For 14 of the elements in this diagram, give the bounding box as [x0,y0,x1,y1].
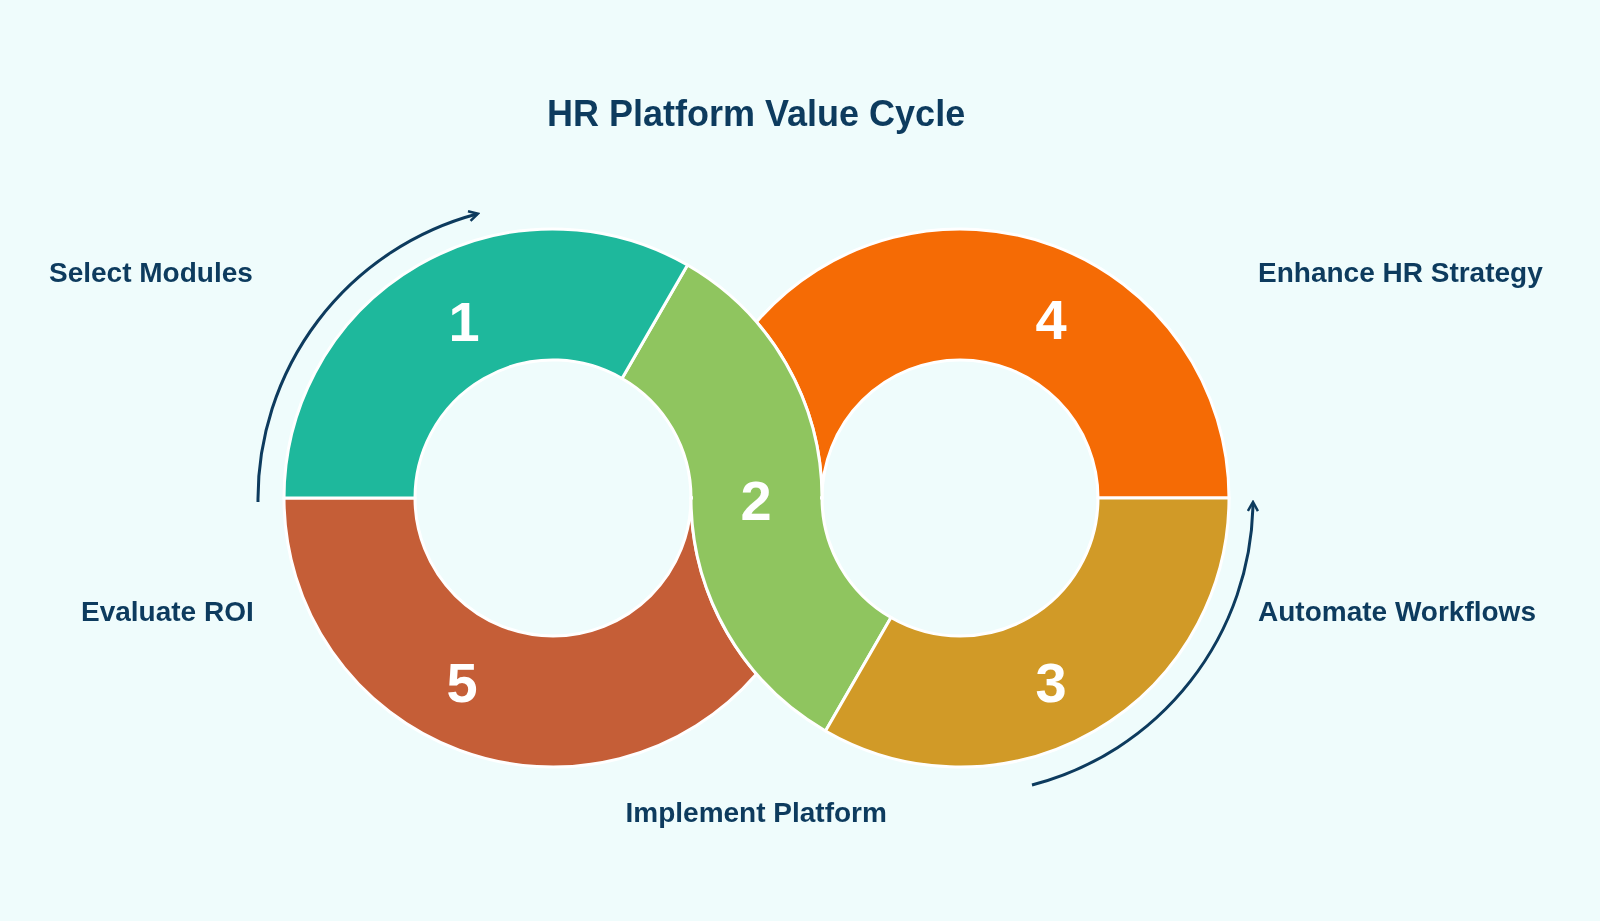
step-number: 5 [446,651,478,714]
step-label: Automate Workflows [1258,596,1536,628]
step-label: Enhance HR Strategy [1258,257,1543,289]
step-number: 3 [1035,651,1067,714]
ring-segment [824,496,1231,769]
step-label: Evaluate ROI [81,596,254,628]
step-label: Select Modules [49,257,253,289]
ring-segment [282,227,689,500]
ring-segment [620,263,893,733]
step-label: Implement Platform [625,797,887,829]
step-number: 2 [740,469,772,532]
step-number: 4 [1035,288,1067,351]
diagram-title: HR Platform Value Cycle [547,93,966,135]
step-number: 1 [448,290,480,353]
